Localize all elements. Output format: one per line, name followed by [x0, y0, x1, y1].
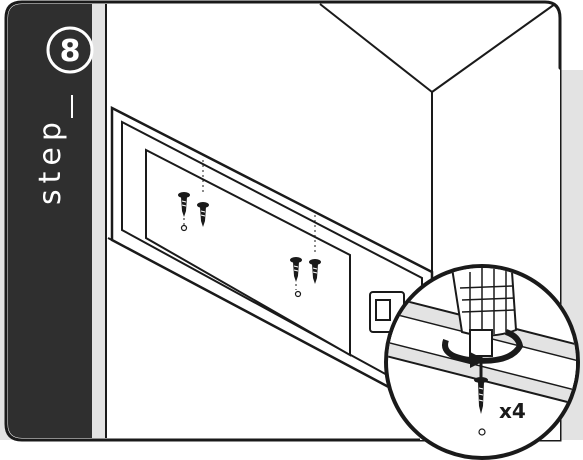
quantity-label: x4 [499, 399, 526, 423]
step-word: step [33, 116, 68, 205]
step-number: 8 [60, 34, 81, 69]
rotation-arrow-icon [442, 329, 524, 364]
magnified-callout: x4 [384, 264, 580, 460]
screw-hole-icon [478, 428, 486, 436]
screw-icon [474, 377, 488, 414]
screw-hole-icon [180, 224, 302, 298]
screw-icon [309, 259, 321, 284]
step-panel: 8 step [8, 4, 107, 438]
power-drill-icon [450, 268, 518, 378]
screw-icon [178, 192, 190, 217]
screw-icon [290, 257, 302, 282]
screw-guides [183, 160, 316, 290]
step-number-badge [46, 26, 94, 74]
screw-icon [197, 202, 209, 227]
mounting-rail [107, 105, 434, 413]
